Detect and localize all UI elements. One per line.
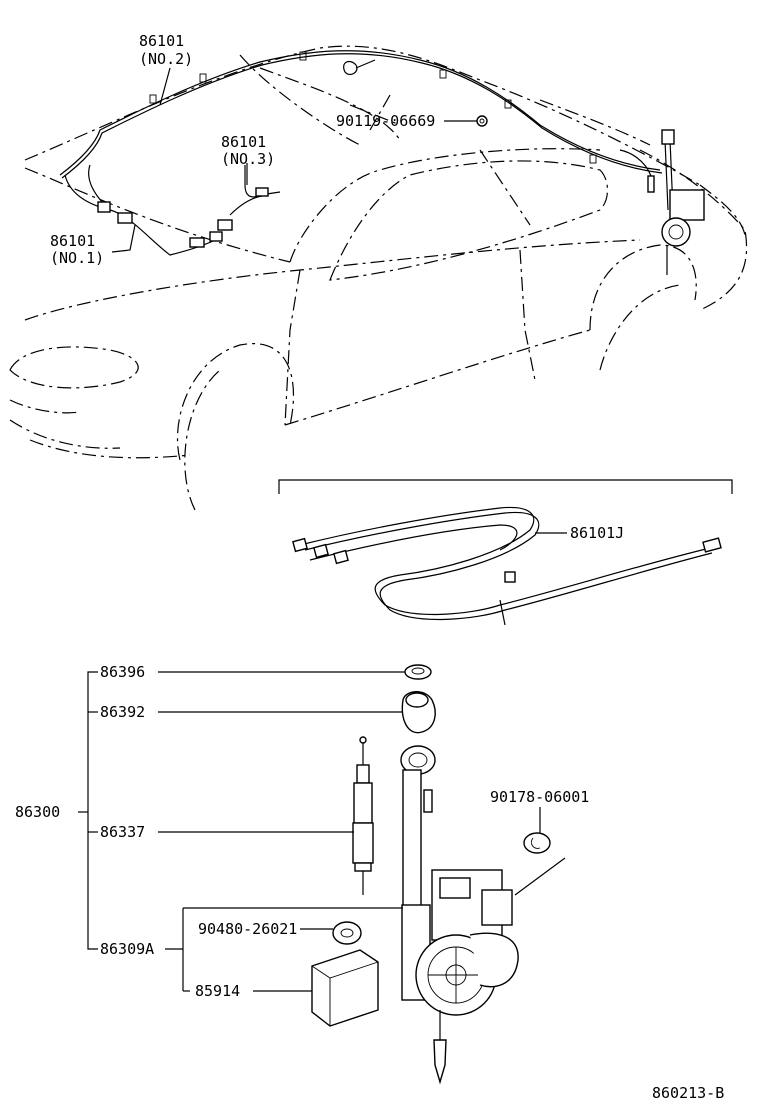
front-harness-no3 [217,165,281,231]
cushion-90480-26021 [332,921,362,945]
label-motor-assy: 86309A [100,940,154,958]
grommet-on-car [476,115,488,127]
cord-assy-bracket [278,479,733,494]
label-harness-no2-number: 86101 [139,32,184,50]
label-diagram-code: 860213-B [652,1084,724,1102]
relay-85914 [311,949,379,1027]
leader-lines [78,67,567,992]
label-mast: 86337 [100,823,145,841]
label-nut: 86396 [100,663,145,681]
bezel-86392 [401,691,436,734]
mast-86337 [352,736,374,895]
front-harness-no1 [64,164,223,256]
label-harness-no3-sub: (NO.3) [221,150,275,168]
label-relay: 85914 [195,982,240,1000]
part-labels: 86101 (NO.2) 86101 (NO.3) 86101 (NO.1) 9… [15,32,724,1102]
roof-harness-wire [59,50,663,179]
label-bezel: 86392 [100,703,145,721]
label-antenna-assy: 86300 [15,803,60,821]
label-harness-no3-number: 86101 [221,133,266,151]
label-cord-assy: 86101J [570,524,624,542]
label-harness-no1-number: 86101 [50,232,95,250]
bolt-90178-06001 [523,832,551,854]
label-bolt: 90178-06001 [490,788,589,806]
label-cushion: 90480-26021 [198,920,297,938]
label-harness-no2-sub: (NO.2) [139,50,193,68]
label-grommet: 90119-06669 [336,112,435,130]
antenna-on-car [619,129,705,275]
motor-assy [400,745,566,1085]
car-body-outline [9,45,748,511]
label-harness-no1-sub: (NO.1) [50,249,104,267]
cord-assy-86101J [292,506,722,626]
nut-86396 [404,664,432,680]
